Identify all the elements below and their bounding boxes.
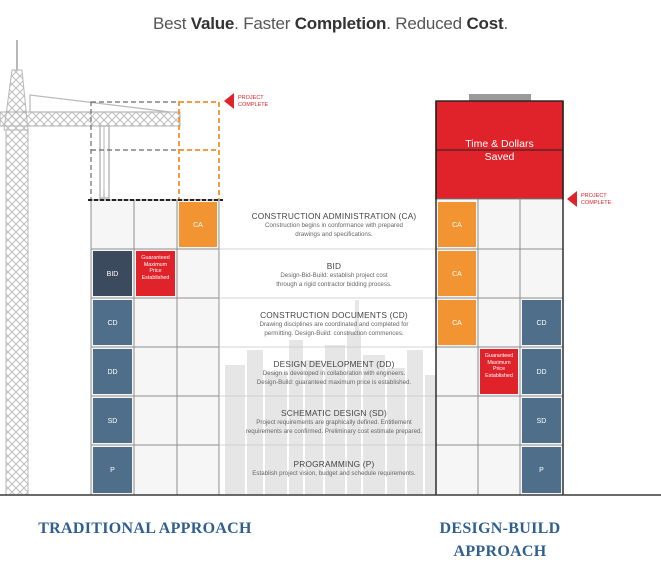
trad-gmp-label: Guaranteed Maximum Price Established <box>141 255 170 281</box>
trad-block-sd-label: SD <box>108 418 118 425</box>
arrow-left-icon <box>224 93 234 109</box>
phase-ca-desc-1: Construction begins in conformance with … <box>265 222 403 229</box>
trad-block-ca <box>179 202 217 247</box>
trad-gmp-block <box>136 251 175 296</box>
trad-block-bid <box>93 251 132 296</box>
db-block-ca-1-label: CA <box>452 222 462 229</box>
design-build-approach-label-line2: APPROACH <box>453 543 547 560</box>
trad-block-cd <box>93 300 132 345</box>
headline: Best Value. Faster Completion. Reduced C… <box>153 14 508 33</box>
trad-project-complete-line1: PROJECT <box>238 95 264 101</box>
db-project-complete-line2: COMPLETE <box>581 200 612 206</box>
phase-bid-desc-2: through a rigid contractor bidding proce… <box>276 280 392 288</box>
trad-project-complete-marker: PROJECT COMPLETE <box>224 93 269 109</box>
traditional-building: BID CD DD SD P CA Guaranteed Maximum Pri… <box>88 93 269 496</box>
trad-block-bid-label: BID <box>107 271 119 278</box>
phase-p-desc-1: Establish project vision, budget and sch… <box>252 470 416 477</box>
db-block-p-label: P <box>539 467 544 474</box>
phase-cd: CONSTRUCTION DOCUMENTS (CD) Drawing disc… <box>228 310 440 337</box>
db-block-ca-2 <box>438 251 476 296</box>
arrow-left-icon <box>567 191 577 207</box>
db-block-p <box>522 447 561 493</box>
trad-block-ca-label: CA <box>193 222 203 229</box>
phase-ca-title: CONSTRUCTION ADMINISTRATION (CA) <box>251 211 417 221</box>
phase-p-title: PROGRAMMING (P) <box>293 459 375 469</box>
phase-sd: SCHEMATIC DESIGN (SD) Project requiremen… <box>228 408 440 435</box>
db-block-ca-2-label: CA <box>452 271 462 278</box>
db-block-dd-label: DD <box>536 369 546 376</box>
db-block-ca-3 <box>438 300 476 345</box>
phase-dd-title: DESIGN DEVELOPMENT (DD) <box>273 359 395 369</box>
trad-block-dd-label: DD <box>107 369 117 376</box>
db-block-cd-label: CD <box>536 320 546 327</box>
trad-project-complete-line2: COMPLETE <box>238 102 269 108</box>
trad-block-dd <box>93 349 132 394</box>
db-block-sd-label: SD <box>537 418 547 425</box>
phase-cd-desc-1: Drawing disciplines are coordinated and … <box>259 321 409 328</box>
phase-sd-desc-1: Project requirements are graphically def… <box>256 419 412 426</box>
phase-ca-desc-2: drawings and specifications. <box>295 230 373 238</box>
trad-block-p <box>93 447 132 493</box>
design-build-building: Time & Dollars Saved CA CA CA CD DD SD P <box>435 94 612 496</box>
db-project-complete-line1: PROJECT <box>581 193 607 199</box>
trad-block-p-label: P <box>110 467 115 474</box>
saved-text-line1: Time & Dollars <box>465 138 533 150</box>
skyline-background <box>225 300 440 495</box>
trad-block-cd-label: CD <box>107 320 117 327</box>
building-roof-cap <box>469 94 531 101</box>
design-build-approach-label-line1: DESIGN-BUILD <box>439 520 561 537</box>
phase-dd-desc-2: Design-Build: guaranteed maximum price i… <box>256 378 412 386</box>
phase-cd-desc-2: permitting. Design-Build: construction c… <box>264 329 404 337</box>
phase-dividers <box>219 248 436 446</box>
db-block-ca-3-label: CA <box>452 320 462 327</box>
db-block-ca-1 <box>438 202 476 247</box>
trad-block-sd <box>93 398 132 443</box>
db-block-sd <box>522 398 561 443</box>
phase-sd-title: SCHEMATIC DESIGN (SD) <box>281 408 387 418</box>
db-block-cd <box>522 300 561 345</box>
phase-bid-title: BID <box>326 261 342 271</box>
phase-cd-title: CONSTRUCTION DOCUMENTS (CD) <box>260 310 408 320</box>
phase-dd: DESIGN DEVELOPMENT (DD) Design is develo… <box>228 359 440 386</box>
crane-illustration <box>0 40 181 496</box>
phase-bid: BID Design-Bid-Build: establish project … <box>228 261 440 288</box>
phase-ca: CONSTRUCTION ADMINISTRATION (CA) Constru… <box>228 211 440 238</box>
db-block-dd <box>522 349 561 394</box>
traditional-approach-label: TRADITIONAL APPROACH <box>38 520 252 537</box>
db-gmp-block <box>480 349 518 394</box>
phase-bid-desc-1: Design-Bid-Build: establish project cost <box>280 272 388 279</box>
phase-p: PROGRAMMING (P) Establish project vision… <box>228 459 440 478</box>
phase-sd-desc-2: requirements are confirmed. Preliminary … <box>245 427 423 435</box>
phase-dd-desc-1: Design is developed in collaboration wit… <box>262 370 406 377</box>
db-gmp-label: Guaranteed Maximum Price Established <box>484 353 514 379</box>
db-project-complete-marker: PROJECT COMPLETE <box>567 191 612 207</box>
saved-text-line2: Saved <box>485 151 515 163</box>
